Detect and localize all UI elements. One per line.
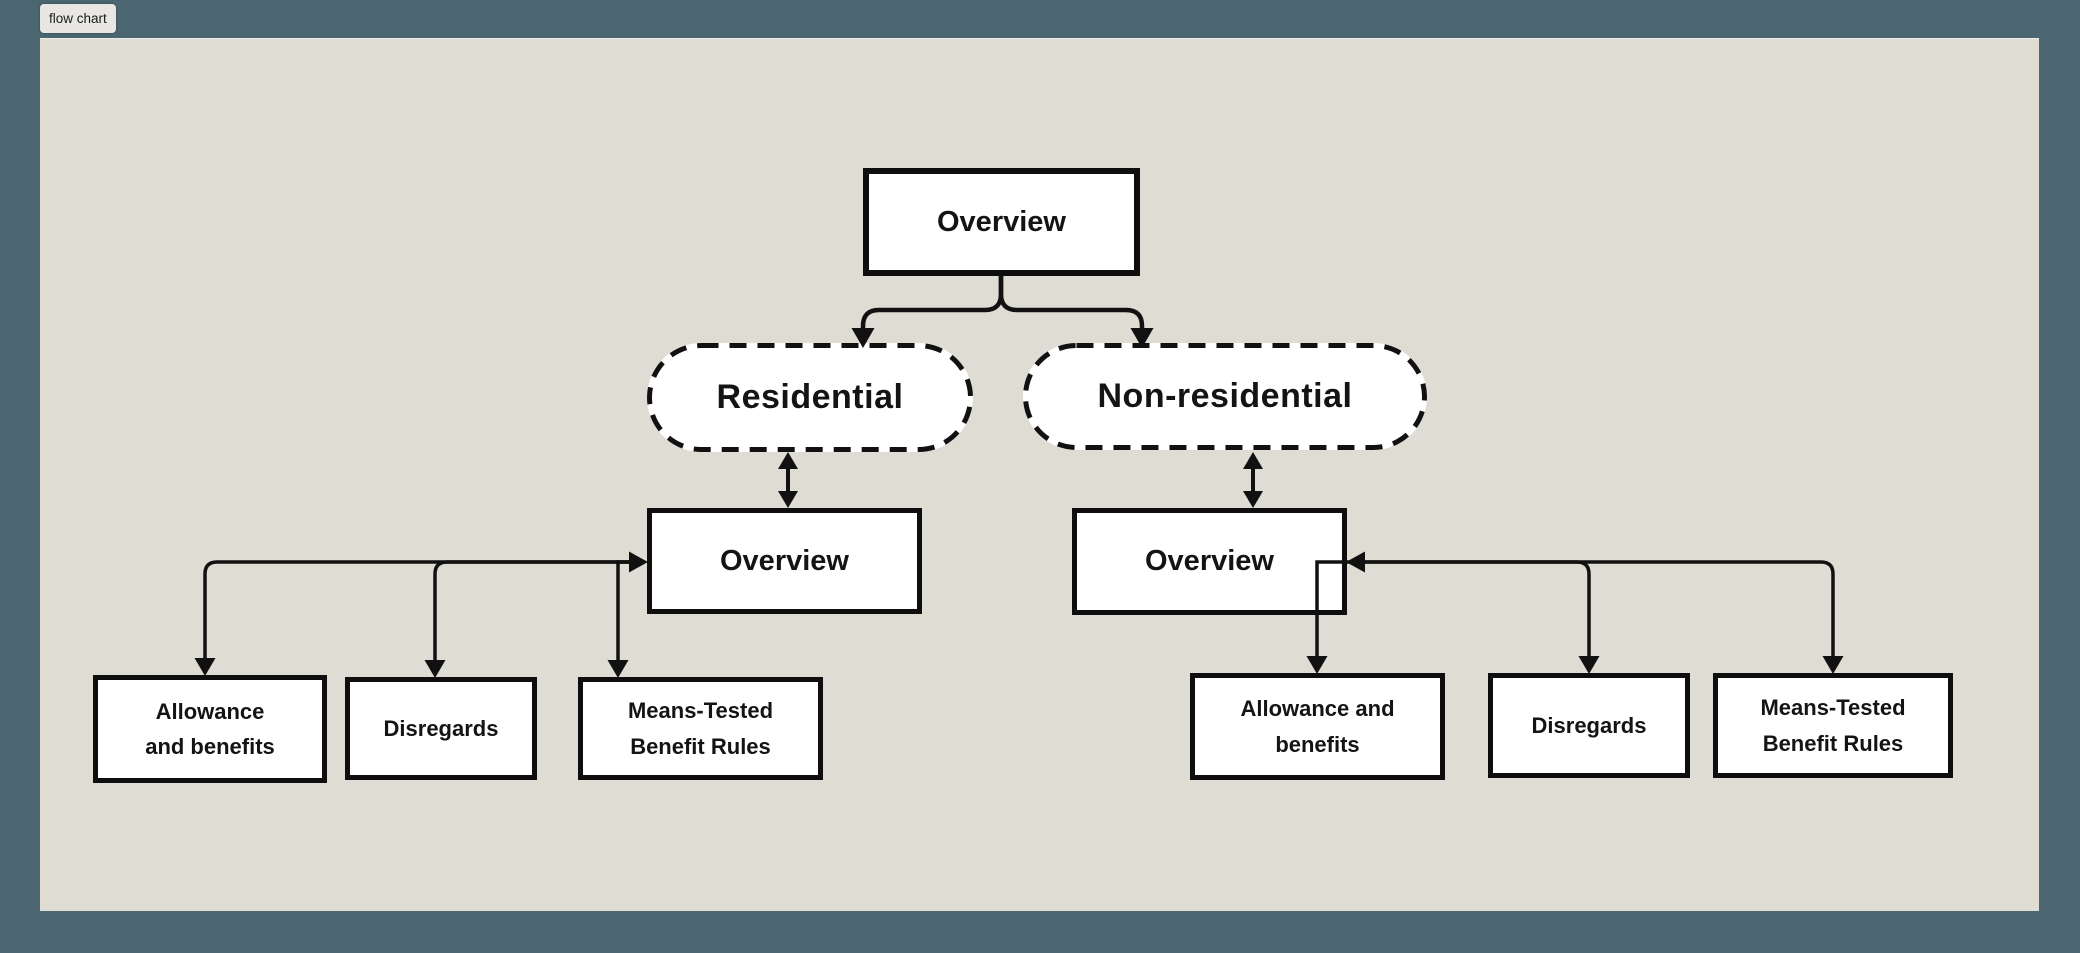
node-nonres-disregards[interactable]: Disregards [1488, 673, 1690, 778]
node-res-disregards[interactable]: Disregards [345, 677, 537, 780]
node-overview-top[interactable]: Overview [863, 168, 1140, 276]
node-res-allowance[interactable]: Allowance and benefits [93, 675, 327, 783]
node-residential[interactable]: Residential [647, 343, 973, 452]
flow-chart-badge[interactable]: flow chart [40, 4, 116, 33]
node-overview-non-residential[interactable]: Overview [1072, 508, 1347, 615]
node-non-residential[interactable]: Non-residential [1023, 343, 1427, 450]
node-nonres-means-tested[interactable]: Means-Tested Benefit Rules [1713, 673, 1953, 778]
node-nonres-allowance[interactable]: Allowance and benefits [1190, 673, 1445, 780]
node-overview-residential[interactable]: Overview [647, 508, 922, 614]
node-res-means-tested[interactable]: Means-Tested Benefit Rules [578, 677, 823, 780]
